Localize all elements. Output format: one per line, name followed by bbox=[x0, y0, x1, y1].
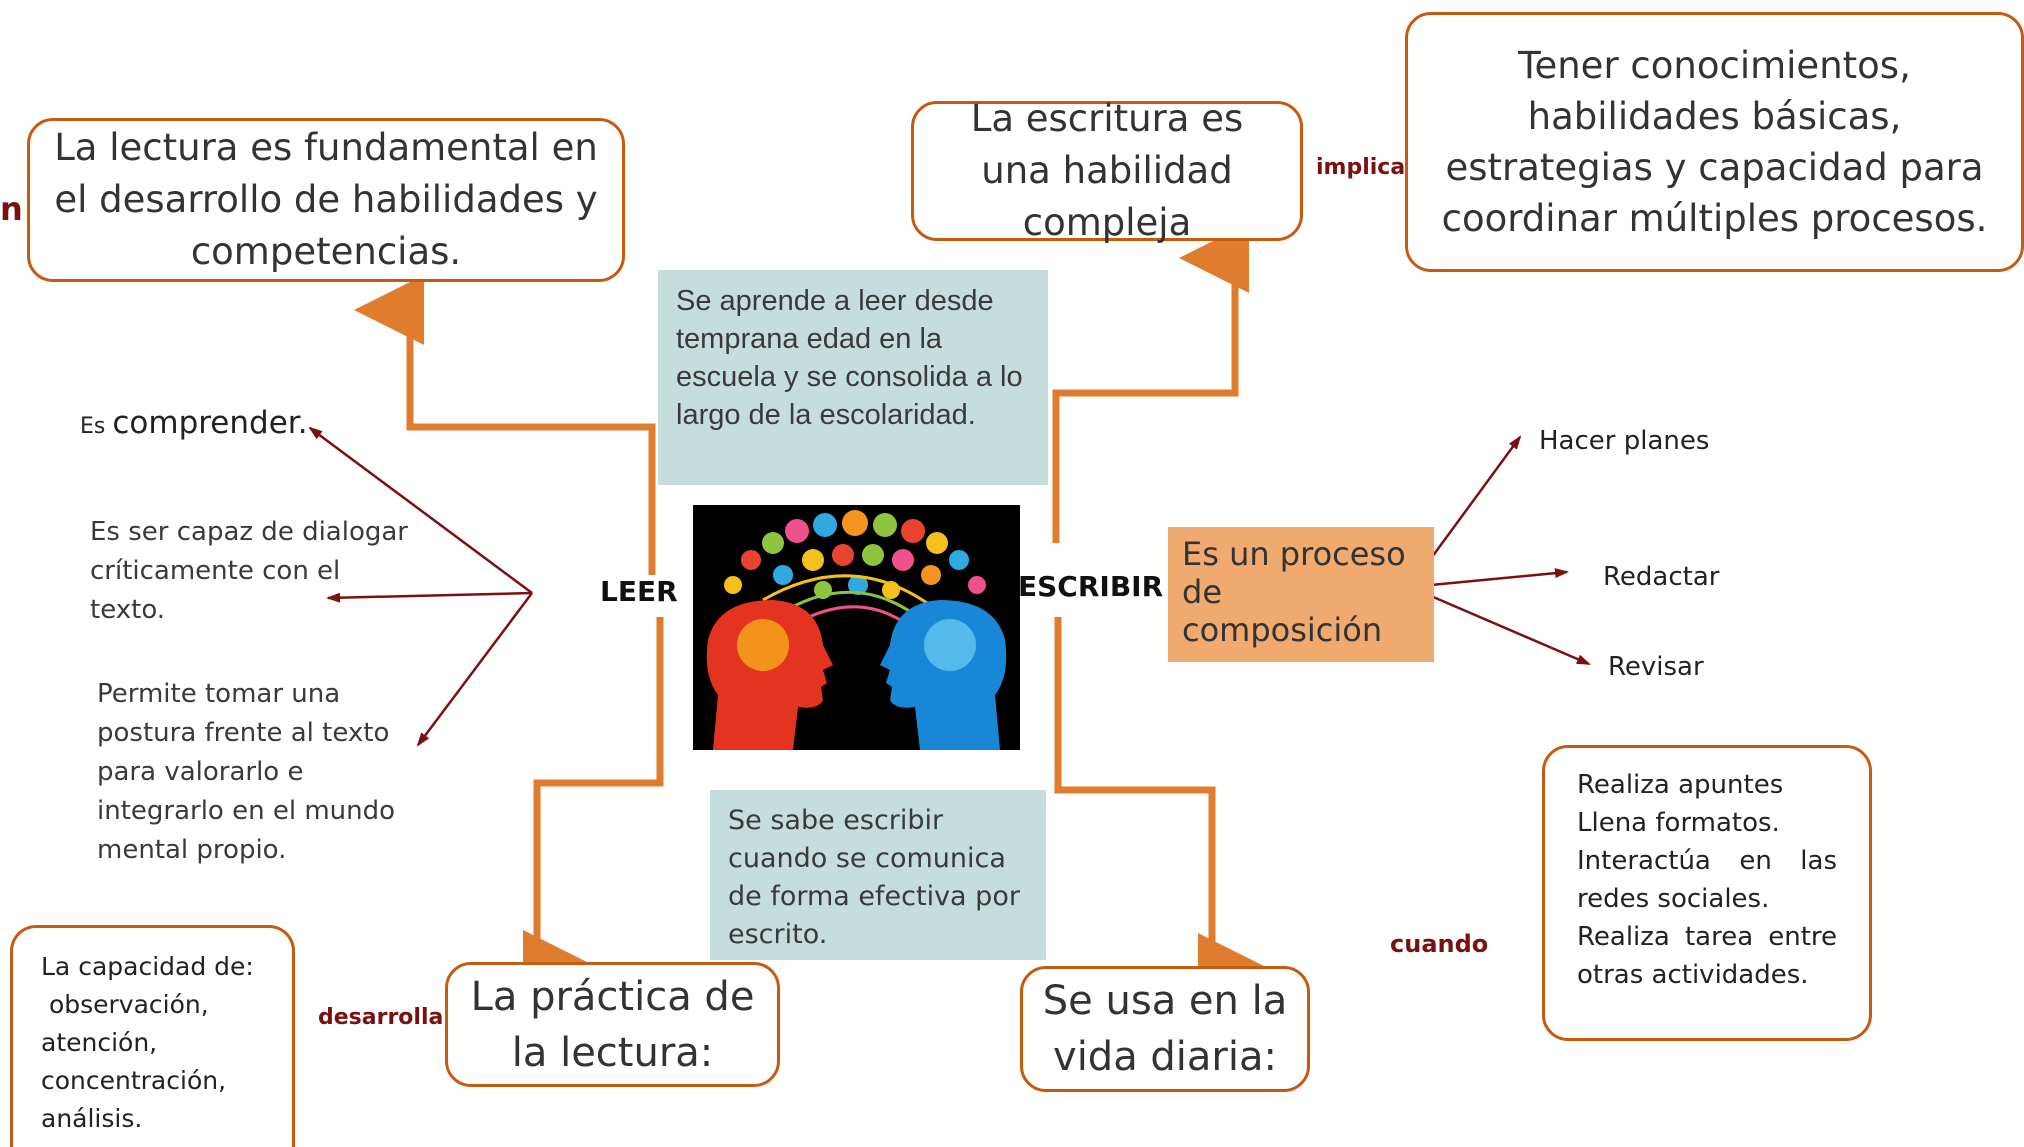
arrow-to-dialogar bbox=[326, 591, 533, 603]
practica-lectura-box: La práctica de la lectura: bbox=[445, 962, 780, 1087]
arrow-to-redactar bbox=[1409, 568, 1569, 589]
redactar-text: Redactar bbox=[1603, 562, 1720, 592]
leer-label: LEER bbox=[600, 575, 678, 608]
escritura-compleja-box: La escritura es una habilidad compleja bbox=[911, 97, 1303, 244]
tener-conocimientos-box: Tener conocimientos, habilidades básicas… bbox=[1405, 12, 2024, 272]
leer-to-lectura-line bbox=[354, 275, 656, 575]
realiza-text: Realiza apuntes Llena formatos. Interact… bbox=[1577, 770, 1837, 990]
brain-heads-icon bbox=[693, 505, 1020, 750]
desarrolla-label: desarrolla bbox=[318, 1005, 444, 1030]
escribir-to-vida-line bbox=[1054, 617, 1268, 1003]
escribir-to-escritura-line bbox=[1052, 223, 1249, 543]
capacidad-text: La capacidad de: observación, atención, … bbox=[41, 952, 254, 1133]
escribir-label: ESCRIBIR bbox=[1018, 570, 1164, 603]
lectura-fundamental-box: La lectura es fundamental en el desarrol… bbox=[27, 118, 625, 282]
arrow-to-comprender bbox=[308, 426, 533, 595]
hacer-planes-text: Hacer planes bbox=[1539, 426, 1710, 456]
implica-label: implica bbox=[1316, 155, 1406, 180]
capacidad-box: La capacidad de: observación, atención, … bbox=[10, 925, 295, 1147]
vida-diaria-box: Se usa en la vida diaria: bbox=[1020, 966, 1310, 1092]
edge-text-fragment: n bbox=[0, 190, 23, 228]
postura-text: Permite tomar una postura frente al text… bbox=[97, 679, 396, 865]
proceso-composicion-box: Es un proceso de composición bbox=[1168, 527, 1434, 662]
arrow-to-revisar bbox=[1409, 585, 1591, 666]
comprender-period: . bbox=[297, 405, 308, 441]
sabe-escribir-box: Se sabe escribir cuando se comunica de f… bbox=[710, 790, 1046, 960]
revisar-text: Revisar bbox=[1608, 652, 1704, 682]
arrow-to-postura bbox=[416, 592, 533, 747]
comprender-prefix: Es bbox=[80, 414, 113, 439]
aprende-leer-box: Se aprende a leer desde temprana edad en… bbox=[658, 270, 1048, 485]
realiza-box: Realiza apuntes Llena formatos. Interact… bbox=[1542, 745, 1872, 1041]
comprender-text: Es comprender. bbox=[80, 405, 308, 441]
cuando-label: cuando bbox=[1390, 930, 1489, 958]
dialogar-text: Es ser capaz de dialogar críticamente co… bbox=[90, 517, 408, 625]
comprender-word: comprender bbox=[112, 405, 298, 441]
leer-to-practica-line bbox=[523, 617, 664, 1000]
